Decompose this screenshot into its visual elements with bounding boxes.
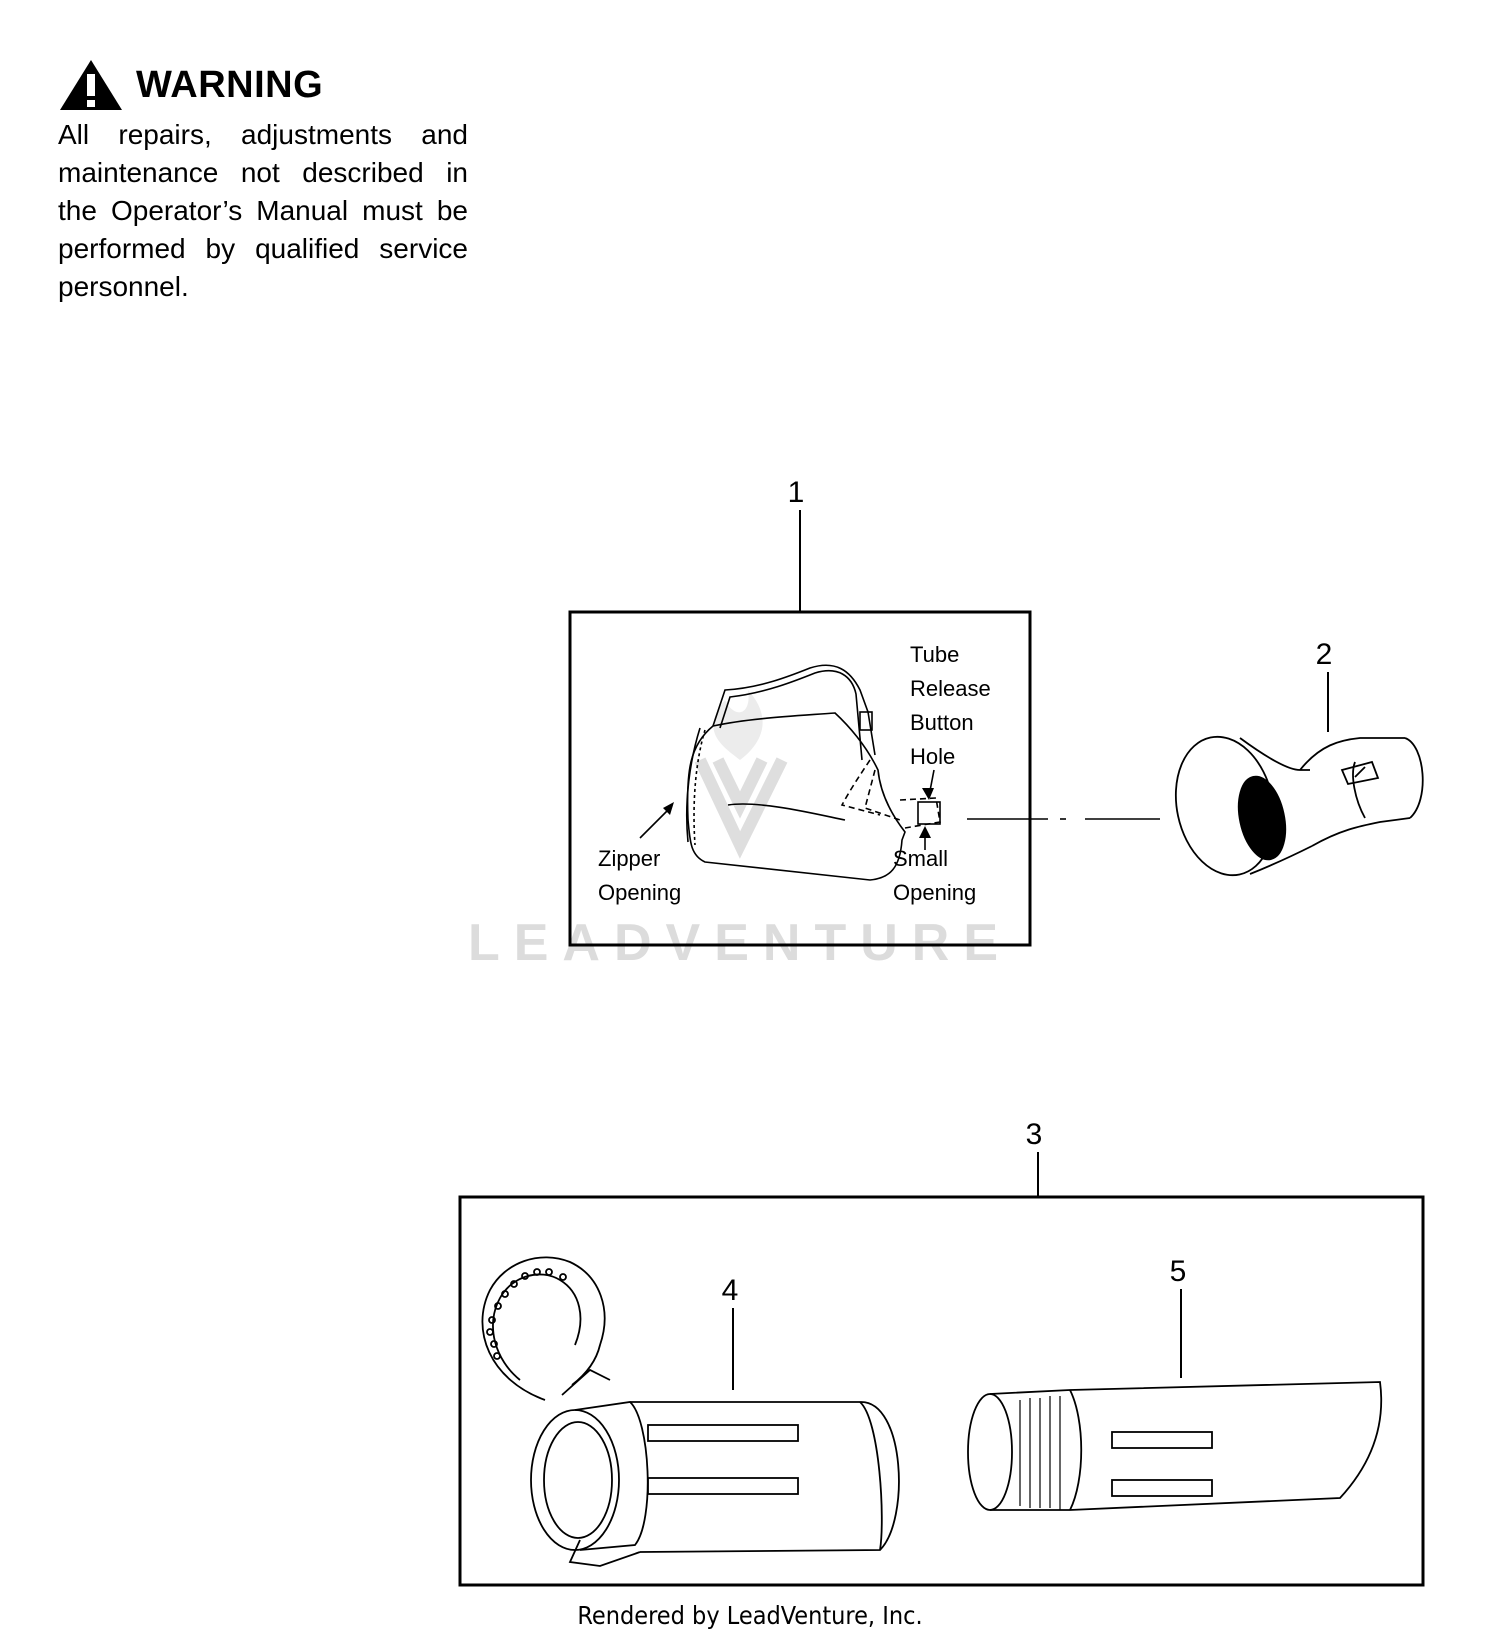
label-hole: Hole (910, 744, 955, 769)
lower-blower-tube-drawing (967, 1381, 1383, 1511)
warning-title: WARNING (136, 63, 324, 106)
label-release: Release (910, 676, 991, 701)
callout-2: 2 (1316, 638, 1333, 671)
label-tube: Tube (910, 642, 959, 667)
bag-box (568, 610, 1032, 947)
label-button: Button (910, 710, 974, 735)
tube-release-arrowhead (922, 788, 934, 800)
zipper-arrowhead (663, 802, 674, 815)
label-small-opening: Opening (893, 880, 976, 905)
zipper-arrow (639, 807, 671, 839)
label-zipper: Zipper (598, 846, 660, 871)
footer-credit: Rendered by LeadVenture, Inc. (577, 1601, 922, 1630)
warning-block: WARNING All repairs, adjustments and mai… (58, 56, 468, 306)
warning-triangle-icon (60, 60, 122, 110)
upper-blower-tube-drawing (481, 1256, 900, 1567)
callout-1: 1 (788, 476, 805, 509)
tube-box (458, 1195, 1425, 1587)
warning-text: All repairs, adjustments and maintenance… (58, 119, 468, 302)
watermark-text: LEADVENTURE (468, 914, 1012, 972)
watermark: LEADVENTURE (468, 690, 1012, 972)
callout-5: 5 (1170, 1255, 1187, 1288)
callout-3: 3 (1026, 1118, 1043, 1151)
bag-adapter-drawing (1174, 735, 1424, 877)
warning-header: WARNING (58, 56, 468, 114)
watermark-flame-icon (713, 690, 763, 760)
label-zipper-opening: Opening (598, 880, 681, 905)
small-opening-arrowhead (919, 826, 931, 838)
collection-bag-drawing (685, 664, 941, 881)
watermark-logo-icon (694, 757, 788, 859)
label-small: Small (893, 846, 948, 871)
callout-4: 4 (722, 1274, 739, 1307)
